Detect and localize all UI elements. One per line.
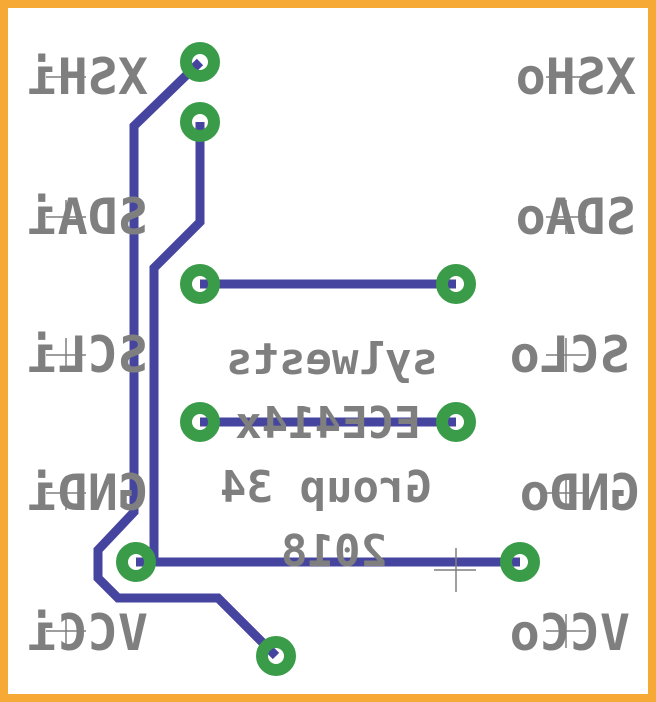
pad-9 [256,636,296,676]
center-text-line4: 2018 [281,526,387,577]
pad-4 [436,264,476,304]
trace-xsh [93,58,280,660]
label-sdao: SDAo [516,188,636,246]
pad-7 [116,542,156,582]
pad-6 [436,402,476,442]
origin-crosshair [434,548,476,592]
pad-1 [180,42,220,82]
pad-2 [180,102,220,142]
silk-ticks [46,60,586,648]
pad-3 [180,264,220,304]
trace-sda [149,122,205,562]
center-text-line1: sylwests [226,334,438,385]
label-sclo: SCLo [510,326,630,384]
label-scli: SCLi [28,326,148,384]
label-vcci: VCCi [28,604,148,662]
label-gndo: GNDo [520,464,640,522]
center-text-line3: Group 34 [220,462,432,513]
center-text-line2: ECE414x [235,398,420,449]
traces [93,58,520,660]
pad-5 [180,402,220,442]
label-xsho: XSHo [516,48,636,106]
label-gndi: GNDi [28,464,148,522]
pads [116,42,540,676]
pad-8 [500,542,540,582]
label-vcco: VCCo [510,604,630,662]
label-sdai: SDAi [28,188,148,246]
label-xshi: XSHi [28,48,148,106]
